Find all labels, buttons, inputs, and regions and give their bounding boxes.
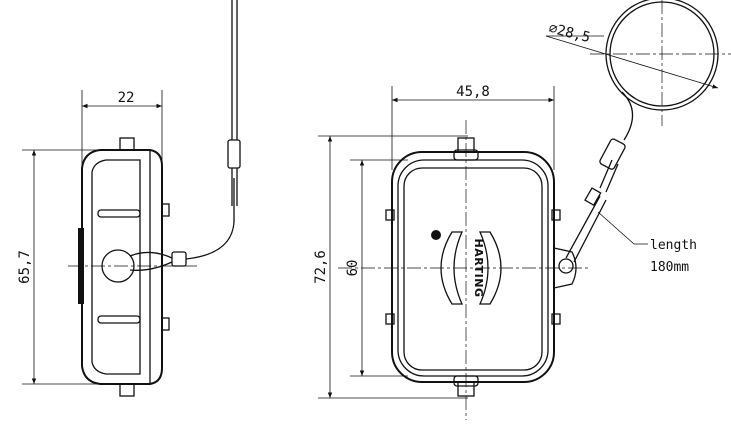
side-top-post	[119, 137, 135, 151]
front-hinge-pin	[558, 258, 574, 274]
front-tab-right-top	[551, 209, 561, 221]
front-body-face	[403, 167, 543, 371]
front-lanyard-upper-b	[605, 163, 619, 193]
front-crimp-sleeve	[599, 138, 626, 170]
front-tab-left-top	[385, 209, 395, 221]
side-crimp-sleeve	[171, 251, 187, 267]
front-top-post	[457, 137, 475, 153]
front-tab-right-bottom	[551, 313, 561, 325]
side-rear-tab-top	[161, 203, 170, 217]
side-body-outline	[81, 149, 163, 385]
front-lanyard-lower-b	[573, 199, 607, 263]
dim-ring-label: ∅28,5	[547, 20, 592, 46]
length-callout-leader	[597, 211, 648, 245]
dim-ring-leader	[545, 35, 719, 89]
front-view: HARTING	[338, 0, 731, 420]
front-hinge	[553, 247, 577, 289]
side-loop-clip	[101, 249, 135, 283]
logo-dot	[431, 230, 441, 240]
front-lanyard-upper-a	[599, 159, 613, 189]
side-rib-bottom	[97, 315, 141, 324]
side-rib-top	[97, 209, 141, 218]
dim-22-label: 22	[118, 90, 135, 106]
side-dimensions: 22 65,7	[17, 90, 163, 385]
side-rope-sleeve	[227, 139, 241, 169]
length-callout-line1: length	[650, 238, 697, 253]
front-bottom-post-base	[453, 375, 479, 387]
front-lanyard-mark	[584, 187, 602, 207]
dim-60-label: 60	[345, 260, 361, 277]
side-lanyard-lower	[129, 261, 173, 271]
front-tab-left-bottom	[385, 313, 395, 325]
front-lanyard-to-ring	[621, 91, 634, 141]
front-top-post-base	[453, 149, 479, 161]
length-callout-line2: 180mm	[650, 260, 689, 275]
side-lanyard-upper	[129, 251, 173, 259]
front-dimensions: 45,8 72,6 60 ∅28,5	[313, 20, 719, 399]
side-lanyard-rope	[185, 178, 235, 260]
side-view	[68, 0, 241, 397]
front-lanyard-lower-a	[565, 195, 601, 259]
length-callout: length 180mm	[597, 211, 697, 275]
front-logo: HARTING	[431, 230, 502, 305]
logo-brand-text: HARTING	[472, 238, 485, 297]
side-gasket	[78, 228, 84, 304]
side-bottom-post	[119, 383, 135, 397]
logo-right-bracket	[479, 231, 502, 305]
dim-726-label: 72,6	[313, 250, 329, 284]
dim-657-label: 65,7	[17, 250, 33, 284]
front-bottom-post	[457, 381, 475, 397]
side-rear-tab-bottom	[161, 317, 170, 331]
dim-458-label: 45,8	[456, 84, 490, 100]
logo-left-bracket	[440, 231, 463, 305]
side-body-rim	[91, 159, 141, 375]
